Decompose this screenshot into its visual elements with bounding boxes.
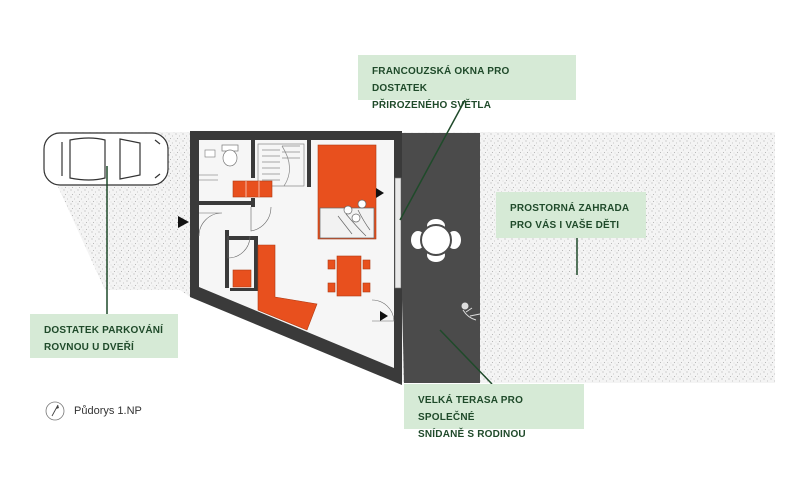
callout-french-windows: FRANCOUZSKÁ OKNA PRO DOSTATEK PŘIROZENÉH… [358, 55, 576, 111]
floor-plan-label: Půdorys 1.NP [74, 405, 142, 417]
callout-line: VELKÁ TERASA PRO SPOLEČNÉ [418, 395, 524, 423]
legend-spacer [44, 401, 64, 421]
callout-line: PŘIROZENÉHO SVĚTLA [372, 100, 492, 111]
leader-lines [106, 99, 578, 385]
interior-walls [199, 140, 311, 291]
terrace-table [411, 219, 461, 262]
doors [198, 174, 395, 322]
wardrobe [232, 180, 273, 198]
callout-line: ROVNOU U DVEŘÍ [44, 342, 135, 353]
cabinet [232, 269, 252, 288]
staircase [257, 143, 305, 187]
north-arrow-icon [45, 401, 65, 421]
callout-line: SNÍDANĚ S RODINOU [418, 429, 526, 440]
sink [204, 149, 216, 158]
car-icon [43, 132, 169, 186]
entrance-arrows [178, 188, 388, 321]
person-icon [461, 302, 481, 321]
callout-line: FRANCOUZSKÁ OKNA PRO DOSTATEK [372, 66, 510, 94]
callout-terrace: VELKÁ TERASA PRO SPOLEČNÉ SNÍDANĚ S RODI… [404, 384, 584, 440]
dining-table [336, 255, 362, 297]
callout-garden: PROSTORNÁ ZAHRADA PRO VÁS I VAŠE DĚTI [496, 192, 646, 238]
french-windows [394, 177, 402, 289]
kitchen-counter [257, 244, 318, 331]
callout-line: PROSTORNÁ ZAHRADA [510, 203, 630, 214]
people-on-bed [319, 199, 375, 239]
toilet [221, 144, 239, 167]
callout-line: DOSTATEK PARKOVÁNÍ [44, 325, 164, 336]
plan-legend: Půdorys 1.NP [44, 401, 142, 421]
callout-line: PRO VÁS I VAŠE DĚTI [510, 220, 620, 231]
callout-parking: DOSTATEK PARKOVÁNÍ ROVNOU U DVEŘÍ [30, 314, 178, 358]
